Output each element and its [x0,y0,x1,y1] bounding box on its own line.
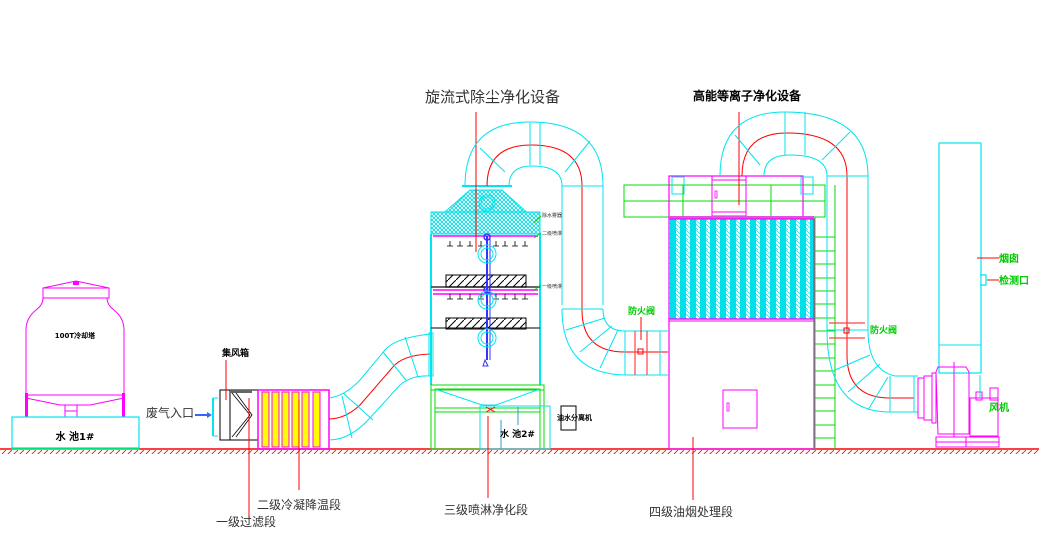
fire-damper-left: 防火阀 [628,305,655,375]
duct-to-cyclone [328,332,434,441]
sampling-port-label: 检测口 [999,274,1029,287]
cooling-tower: 100T冷却塔 [25,280,125,418]
inlet-arrow-icon [207,412,212,418]
fire-damper-left-label: 防火阀 [628,305,655,317]
water-pool-1: 水 池1# [11,416,140,450]
stage-label-3: 三级喷淋净化段 [444,502,528,517]
fire-damper-right: 防火阀 [829,322,897,339]
water-pool-2: 水 池2# [479,405,551,450]
duct-plasma-to-fan [719,111,918,413]
spray-1-label: 一级喷淋 [542,283,562,290]
oil-water-separator: 油水分离机 [557,405,592,431]
water-pool-1-label: 水 池1# [55,430,95,443]
cyclone-tower: 旋流式除尘净化设备 除水雾器 二级喷淋 一级喷淋 [425,88,562,386]
stage-pointers [248,398,694,520]
tower-base-frame [430,384,545,450]
condenser-section [257,389,330,450]
duct-cyclone-to-plasma [464,121,668,376]
plasma-title: 高能等离子净化设备 [693,88,802,103]
stage-label-4: 四级油烟处理段 [649,504,733,519]
oil-water-separator-label: 油水分离机 [557,413,592,422]
fire-damper-right-label: 防火阀 [870,324,897,336]
chimney-label: 烟囱 [999,252,1019,265]
ladder [814,185,836,449]
plasma-unit: 高能等离子净化设备 [623,88,826,450]
inlet-label: 废气入口 [146,405,194,420]
air-collection-box: 集风箱 [219,347,259,441]
water-pool-2-label: 水 池2# [500,428,535,440]
waste-gas-inlet: 废气入口 [146,397,218,437]
air-box-label: 集风箱 [221,347,249,359]
demister-label: 除水雾器 [542,212,562,219]
chimney: 烟囱 检测口 [938,142,1029,374]
spray-2-label: 二级喷淋 [542,230,562,237]
exhaust-fan: 风机 [917,362,1009,448]
cooling-tower-label: 100T冷却塔 [55,331,96,340]
fan-label: 风机 [989,401,1009,414]
cyclone-title: 旋流式除尘净化设备 [425,88,560,106]
stage-label-2: 二级冷凝降温段 [257,497,341,512]
ground-line [0,448,1039,454]
stage-label-1: 一级过滤段 [216,514,276,529]
